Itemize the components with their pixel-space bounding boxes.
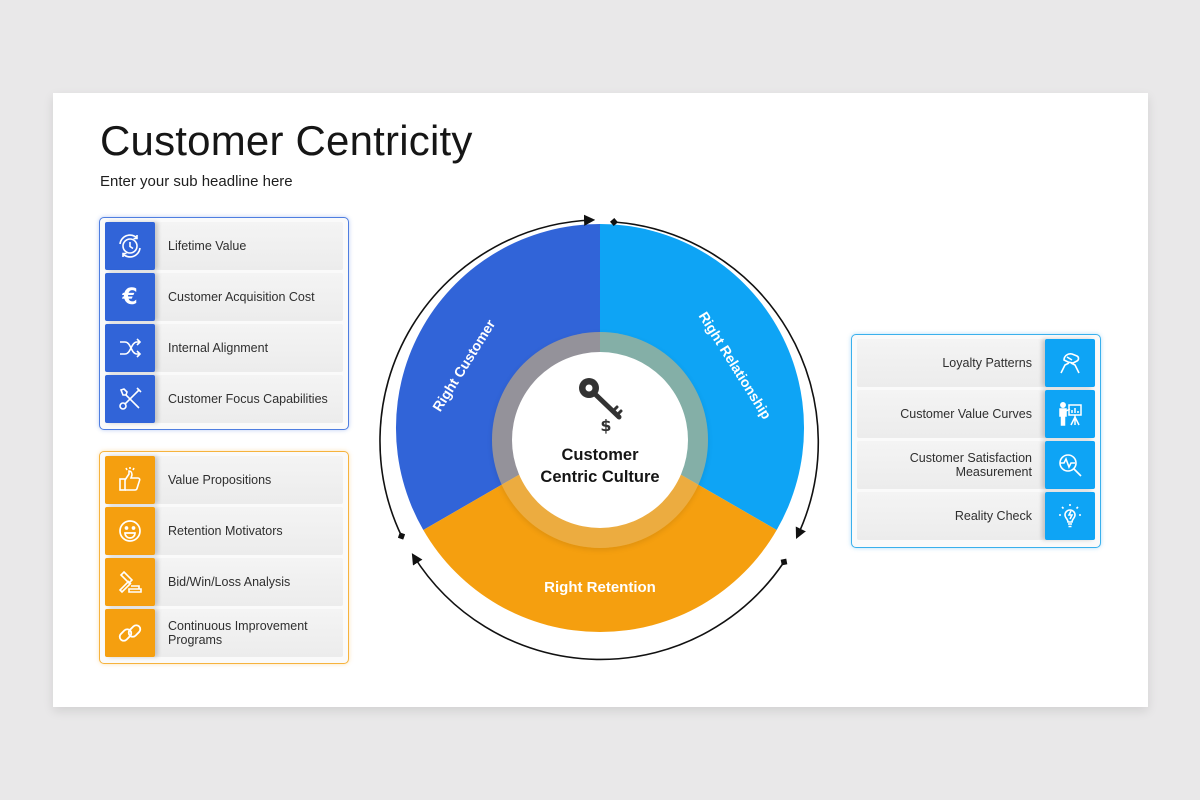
clock-cycle-icon: [105, 222, 155, 270]
list-item: Value Propositions: [105, 456, 343, 504]
page-subtitle: Enter your sub headline here: [100, 173, 293, 190]
segment-label-right-retention: Right Retention: [544, 579, 656, 596]
chain-link-icon: [105, 609, 155, 657]
item-label: Retention Motivators: [168, 524, 283, 538]
thumbs-up-icon: [105, 456, 155, 504]
list-item: Loyalty Patterns: [857, 339, 1095, 387]
svg-text:€: €: [121, 285, 137, 310]
item-label: Bid/Win/Loss Analysis: [168, 575, 291, 589]
handshake-icon: [1045, 339, 1095, 387]
list-item: € Customer Acquisition Cost: [105, 273, 343, 321]
cycle-arrow-top-right: [610, 218, 820, 540]
list-item: Customer Value Curves: [857, 390, 1095, 438]
right-panel: Loyalty Patterns Customer Value Curves C…: [851, 334, 1101, 548]
dollar-key-icon: $: [579, 378, 623, 435]
item-label: Internal Alignment: [168, 341, 269, 355]
shuffle-arrows-icon: [105, 324, 155, 372]
euro-icon: €: [105, 273, 155, 321]
smiley-icon: [105, 507, 155, 555]
list-item: Continuous Improvement Programs: [105, 609, 343, 657]
page-title: Customer Centricity: [100, 117, 473, 164]
item-label: Customer Focus Capabilities: [168, 392, 328, 406]
cycle-arrow-top-left: [379, 214, 596, 540]
slide: Customer Centricity Enter your sub headl…: [53, 93, 1148, 707]
magnifier-pulse-icon: [1045, 441, 1095, 489]
item-label: Continuous Improvement Programs: [168, 619, 308, 647]
svg-text:$: $: [600, 416, 611, 435]
list-item: Customer Focus Capabilities: [105, 375, 343, 423]
cycle-arrow-bottom: [411, 553, 788, 661]
center-label: Customer Centric Culture: [512, 444, 688, 488]
list-item: Retention Motivators: [105, 507, 343, 555]
list-item: Lifetime Value: [105, 222, 343, 270]
list-item: Reality Check: [857, 492, 1095, 540]
gavel-icon: [105, 558, 155, 606]
left-top-panel: Lifetime Value € Customer Acquisition Co…: [99, 217, 349, 430]
list-item: Bid/Win/Loss Analysis: [105, 558, 343, 606]
center-label-line2: Centric Culture: [540, 468, 660, 486]
center-label-line1: Customer: [561, 446, 639, 464]
item-label: Lifetime Value: [168, 239, 247, 253]
list-item: Customer Satisfaction Measurement: [857, 441, 1095, 489]
item-label: Customer Value Curves: [900, 407, 1032, 421]
item-label: Reality Check: [954, 509, 1032, 523]
center-circle: [512, 352, 688, 528]
lightbulb-icon: [1045, 492, 1095, 540]
presenter-chart-icon: [1045, 390, 1095, 438]
item-label: Customer Satisfaction Measurement: [909, 451, 1032, 479]
item-label: Loyalty Patterns: [942, 356, 1032, 370]
list-item: Internal Alignment: [105, 324, 343, 372]
tools-icon: [105, 375, 155, 423]
item-label: Value Propositions: [168, 473, 272, 487]
item-label: Customer Acquisition Cost: [168, 290, 315, 304]
left-bottom-panel: Value Propositions Retention Motivators …: [99, 451, 349, 664]
